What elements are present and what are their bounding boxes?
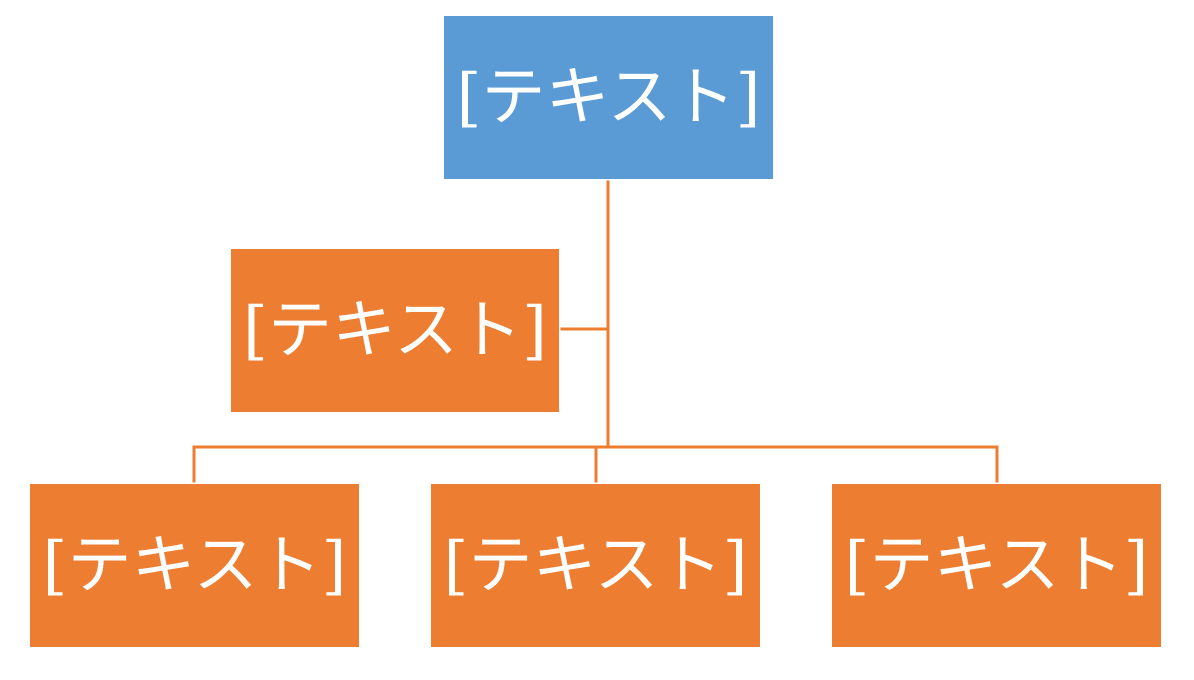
child-node-3[interactable]: [テキスト] xyxy=(832,484,1161,647)
top-node[interactable]: [テキスト] xyxy=(444,16,773,179)
child-node-3-label: [テキスト] xyxy=(844,528,1149,603)
child-node-1-label: [テキスト] xyxy=(42,528,347,603)
assistant-node[interactable]: [テキスト] xyxy=(231,249,559,412)
child-node-2[interactable]: [テキスト] xyxy=(431,484,760,647)
child-node-1[interactable]: [テキスト] xyxy=(30,484,359,647)
assistant-node-label: [テキスト] xyxy=(242,293,548,368)
top-node-label: [テキスト] xyxy=(456,60,761,135)
child-node-2-label: [テキスト] xyxy=(443,528,748,603)
